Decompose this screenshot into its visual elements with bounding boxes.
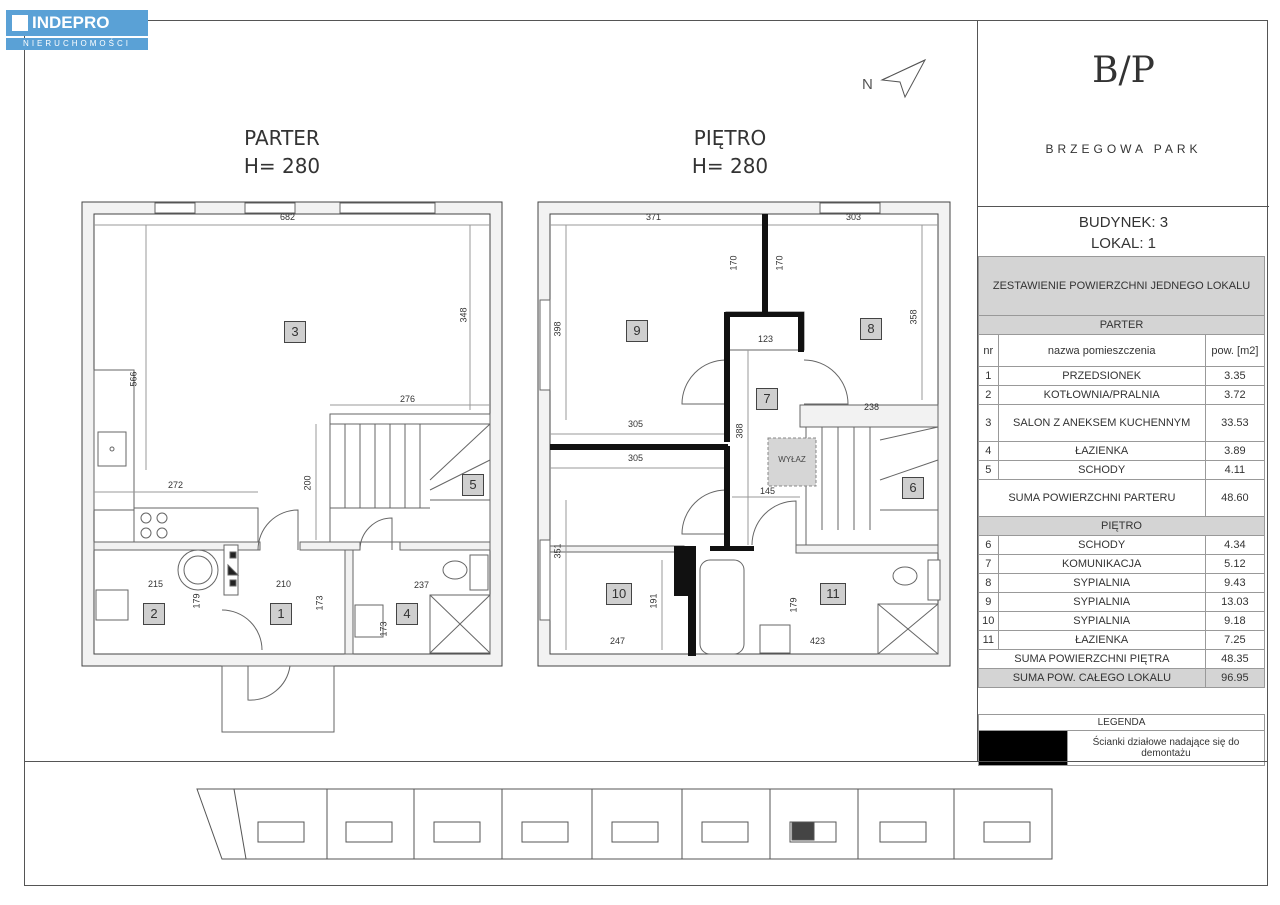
legend-swatch: [978, 730, 1068, 766]
stairs-parter: [330, 423, 491, 509]
col-name: nazwa pomieszczenia: [997, 334, 1206, 367]
info-sidebar: B/P BRZEGOWA PARK BUDYNEK: 3 LOKAL: 1 ZE…: [977, 20, 1269, 766]
room-5-label: 5: [462, 474, 484, 496]
dim-170-a: 170: [728, 255, 739, 271]
parter-title: PARTER: [244, 126, 320, 150]
room-1-label: 1: [270, 603, 292, 625]
dim-305-b: 305: [628, 453, 644, 463]
logo-top-text: INDEPRO: [32, 13, 110, 32]
dim-276: 276: [400, 394, 416, 404]
dim-179-p: 179: [788, 597, 799, 613]
legend-title: LEGENDA: [978, 714, 1265, 731]
dim-388: 388: [734, 423, 745, 439]
building-icon: [12, 15, 28, 31]
room-3-label: 3: [284, 321, 306, 343]
dim-123: 123: [758, 334, 774, 344]
pietro-height: H= 280: [691, 154, 769, 178]
dim-191: 191: [648, 593, 659, 609]
dim-247: 247: [610, 636, 626, 646]
dim-237: 237: [414, 580, 430, 590]
north-arrow-icon: [880, 58, 927, 99]
brand-name: BRZEGOWA PARK: [1045, 142, 1202, 156]
dim-305-a: 305: [628, 419, 644, 429]
dim-173-a: 173: [314, 595, 325, 611]
col-nr: nr: [978, 334, 999, 367]
dim-682: 682: [280, 212, 296, 222]
dim-210: 210: [276, 579, 292, 589]
dim-170-b: 170: [774, 255, 785, 271]
dim-179: 179: [191, 593, 202, 609]
col-area: pow. [m2]: [1204, 334, 1266, 367]
dim-423: 423: [810, 636, 826, 646]
floor-plans-svg: [81, 58, 951, 733]
north-label: N: [862, 76, 873, 93]
dim-303: 303: [846, 212, 862, 222]
room-2-label: 2: [143, 603, 165, 625]
dim-351: 351: [552, 543, 563, 559]
legend-item: Ścianki działowe nadające się do demonta…: [1067, 730, 1265, 766]
unit-number: LOKAL: 1: [1090, 235, 1157, 252]
dim-272: 272: [168, 480, 184, 490]
parter-section: PARTER: [978, 315, 1265, 335]
dim-566: 566: [128, 371, 139, 387]
parter-height: H= 280: [243, 154, 321, 178]
room-10-label: 10: [606, 583, 632, 605]
wylaz-label: WYŁAZ: [778, 455, 806, 464]
dim-358: 358: [908, 309, 919, 325]
room-6-label: 6: [902, 477, 924, 499]
stairs-pietro: [821, 426, 939, 530]
pietro-title: PIĘTRO: [693, 126, 767, 150]
site-plan-units: [257, 789, 1031, 859]
dim-200: 200: [302, 475, 313, 491]
room-11-label: 11: [820, 583, 846, 605]
parter-title-block: PARTER H= 280: [182, 124, 382, 180]
brand-box: B/P BRZEGOWA PARK: [978, 20, 1269, 207]
table-title: ZESTAWIENIE POWIERZCHNI JEDNEGO LOKALU: [978, 256, 1265, 316]
site-plan-svg: [196, 788, 1053, 860]
room-7-label: 7: [756, 388, 778, 410]
dim-145: 145: [760, 486, 776, 496]
pietro-title-block: PIĘTRO H= 280: [630, 124, 830, 180]
building-info: BUDYNEK: 3 LOKAL: 1: [978, 212, 1269, 254]
pietro-section: PIĘTRO: [978, 516, 1265, 536]
dim-238: 238: [864, 402, 880, 412]
dim-371: 371: [646, 212, 662, 222]
dim-348: 348: [458, 307, 469, 323]
demolishable-walls: [550, 214, 804, 656]
area-table: ZESTAWIENIE POWIERZCHNI JEDNEGO LOKALU P…: [978, 256, 1269, 688]
room-4-label: 4: [396, 603, 418, 625]
logo-bottom-text: NIERUCHOMOŚCI: [6, 38, 148, 50]
legend: LEGENDA Ścianki działowe nadające się do…: [978, 714, 1269, 766]
dim-173-b: 173: [378, 621, 389, 637]
building-number: BUDYNEK: 3: [1078, 214, 1169, 231]
brand-monogram: B/P: [1092, 50, 1155, 91]
dim-215: 215: [148, 579, 164, 589]
room-9-label: 9: [626, 320, 648, 342]
site-plan-strip: [24, 761, 1268, 887]
indepro-logo[interactable]: INDEPRO NIERUCHOMOŚCI: [6, 10, 148, 50]
dim-398: 398: [552, 321, 563, 337]
wylaz-hatch: [767, 437, 817, 487]
site-highlight-unit: [791, 821, 815, 841]
drawing-frame: [24, 20, 1268, 886]
room-8-label: 8: [860, 318, 882, 340]
